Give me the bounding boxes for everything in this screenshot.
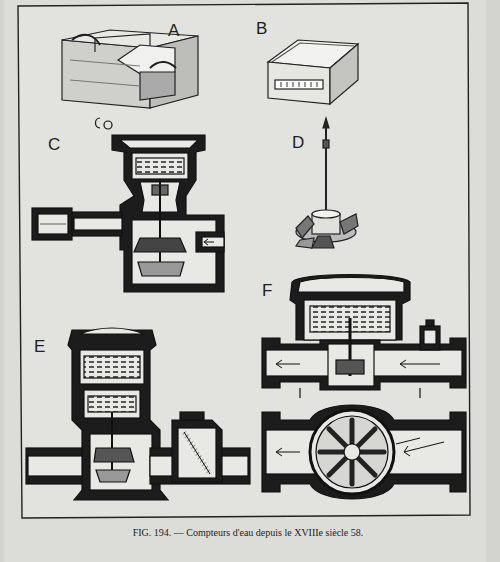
figure-letter: A bbox=[168, 22, 179, 39]
figure-f-section bbox=[262, 275, 466, 399]
figure-c bbox=[32, 118, 224, 292]
figure-letter: B bbox=[256, 20, 267, 37]
figure-letter: D bbox=[292, 134, 304, 151]
figure-e bbox=[26, 328, 250, 500]
figure-d bbox=[296, 118, 358, 248]
figure-caption: FIG. 194. — Compteurs d'eau depuis le XV… bbox=[133, 527, 364, 538]
figure-a bbox=[62, 30, 198, 108]
figure-b bbox=[268, 40, 358, 104]
figure-letter: E bbox=[34, 338, 45, 355]
figure-f-plan bbox=[262, 405, 466, 499]
figure-letter: F bbox=[262, 282, 272, 299]
figure-letter: C bbox=[48, 136, 60, 153]
